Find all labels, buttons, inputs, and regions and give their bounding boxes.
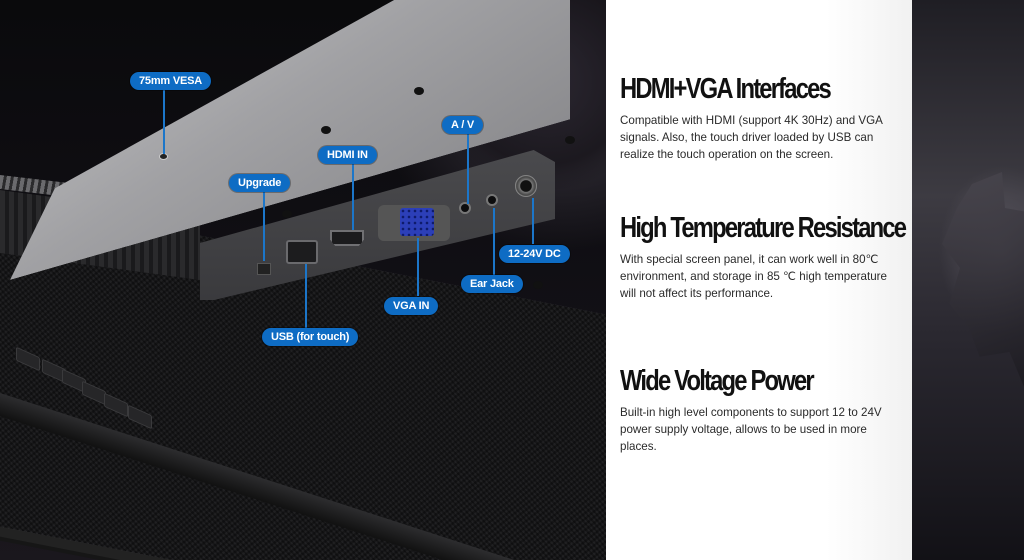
feature-high-temperature: High Temperature Resistance With special… <box>620 211 907 302</box>
callout-line-ear-jack <box>493 208 495 275</box>
usb-port-icon <box>286 240 318 264</box>
feature-panel: HDMI+VGA Interfaces Compatible with HDMI… <box>606 0 912 560</box>
decorative-gear-strip <box>912 0 1024 560</box>
feature-wide-voltage: Wide Voltage Power Built-in high level c… <box>620 364 905 455</box>
callout-line-upgrade <box>263 191 265 261</box>
feature-title: High Temperature Resistance <box>620 212 907 244</box>
callout-vga-in: VGA IN <box>384 297 439 315</box>
callout-dc: 12-24V DC <box>499 245 570 263</box>
callout-line-av <box>467 132 469 204</box>
callout-ear-jack: Ear Jack <box>461 275 523 293</box>
screw-icon <box>565 136 575 144</box>
feature-description: Compatible with HDMI (support 4K 30Hz) a… <box>620 114 883 161</box>
screw-icon <box>321 126 331 134</box>
callout-line-vesa <box>163 88 165 154</box>
screw-icon <box>533 281 543 289</box>
feature-description: With special screen panel, it can work w… <box>620 253 887 300</box>
dc-power-port-icon <box>515 175 537 197</box>
product-image-monitor-rear: 75mm VESA Upgrade HDMI IN A / V 12-24V D… <box>0 0 606 560</box>
callout-av: A / V <box>442 116 484 134</box>
vga-port-icon <box>400 208 434 236</box>
vesa-mount-hole <box>160 154 167 159</box>
callout-line-vga <box>417 238 419 296</box>
callout-vesa: 75mm VESA <box>130 72 212 90</box>
callout-line-hdmi <box>352 162 354 230</box>
ear-jack-icon <box>486 194 498 206</box>
av-jack-icon <box>459 202 471 214</box>
feature-description: Built-in high level components to suppor… <box>620 406 882 453</box>
callout-usb: USB (for touch) <box>262 328 359 346</box>
callout-upgrade: Upgrade <box>229 174 291 192</box>
callout-line-usb <box>305 264 307 329</box>
gear-icon <box>942 172 1024 388</box>
feature-hdmi-vga: HDMI+VGA Interfaces Compatible with HDMI… <box>620 72 905 163</box>
feature-title: Wide Voltage Power <box>620 365 815 397</box>
screw-icon <box>282 210 292 218</box>
feature-title: HDMI+VGA Interfaces <box>620 73 832 105</box>
upgrade-switch <box>257 263 271 275</box>
callout-line-dc <box>532 198 534 244</box>
screw-icon <box>414 87 424 95</box>
hdmi-port-icon <box>330 230 364 246</box>
callout-hdmi-in: HDMI IN <box>318 146 377 164</box>
